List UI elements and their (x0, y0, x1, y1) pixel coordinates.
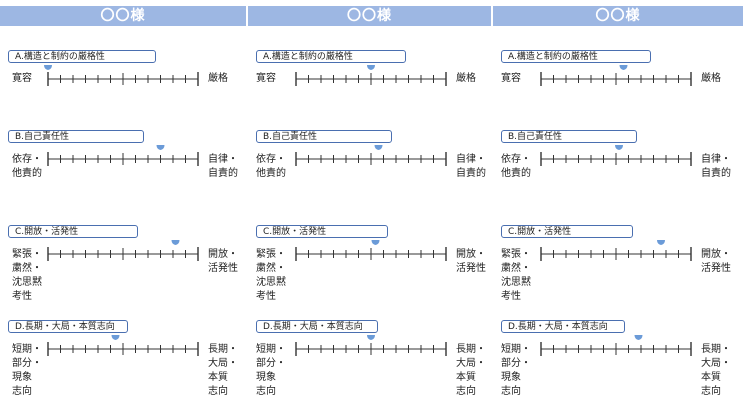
axis-right-label: 開放・ 活発性 (208, 249, 238, 274)
axis-left-label: 依存・ 他責的 (12, 154, 42, 179)
axis-title-tag: D.長期・大局・本質志向 (8, 320, 128, 333)
axis-title-tag: B.自己責任性 (8, 130, 144, 143)
axis-left-label: 緊張・ 粛然・ 沈思黙 考性 (256, 249, 286, 302)
axis-right-label: 厳格 (701, 73, 721, 84)
axis-title-tag: D.長期・大局・本質志向 (256, 320, 378, 333)
axis-left-label: 短期・ 部分・ 現象 志向 (501, 344, 531, 397)
axis-right-label: 長期・ 大局・ 本質 志向 (208, 344, 238, 397)
axis-right-label: 厳格 (456, 73, 476, 84)
rating-scale (47, 145, 199, 166)
rating-scale (295, 65, 447, 86)
rating-scale (47, 335, 199, 356)
axis-right-label: 開放・ 活発性 (701, 249, 731, 274)
axis-right-label: 長期・ 大局・ 本質 志向 (456, 344, 486, 397)
axis-right-label: 自律・ 自責的 (208, 154, 238, 179)
axis-title-tag: A.構造と制約の厳格性 (501, 50, 651, 63)
rating-scale (295, 240, 447, 261)
axis-left-label: 寛容 (501, 73, 521, 84)
rating-scale (540, 335, 692, 356)
axis-title-tag: C.開放・活発性 (256, 225, 388, 238)
axis-left-label: 短期・ 部分・ 現象 志向 (12, 344, 42, 397)
person-column: A.構造と制約の厳格性寛容 厳格 B.自己責任性依存・ 他責的 自律・ 自責的 C.開放… (0, 0, 248, 405)
rating-scale (44, 65, 199, 86)
axis-left-label: 依存・ 他責的 (256, 154, 286, 179)
position-marker (634, 335, 643, 340)
axis-title-tag: A.構造と制約の厳格性 (256, 50, 406, 63)
axis-title-tag: C.開放・活発性 (501, 225, 633, 238)
position-marker (367, 335, 375, 340)
axis-right-label: 自律・ 自責的 (701, 154, 731, 179)
position-marker (371, 240, 380, 245)
position-marker (615, 145, 623, 150)
axis-left-label: 緊張・ 粛然・ 沈思黙 考性 (12, 249, 42, 302)
rating-scale (295, 335, 447, 356)
axis-title-tag: D.長期・大局・本質志向 (501, 320, 625, 333)
rating-scale (47, 240, 199, 261)
rating-scale (540, 240, 692, 261)
position-marker (374, 145, 383, 150)
axis-right-label: 厳格 (208, 73, 228, 84)
rating-scale (540, 145, 692, 166)
column-header: 〇〇様 (248, 6, 493, 26)
axis-left-label: 緊張・ 粛然・ 沈思黙 考性 (501, 249, 531, 302)
person-column: A.構造と制約の厳格性寛容 厳格 B.自己責任性依存・ 他責的 自律・ 自責的 C.開放… (493, 0, 741, 405)
axis-right-label: 自律・ 自責的 (456, 154, 486, 179)
axis-left-label: 寛容 (12, 73, 32, 84)
position-marker (156, 145, 165, 150)
axis-left-label: 寛容 (256, 73, 276, 84)
position-marker (171, 240, 180, 245)
axis-right-label: 長期・ 大局・ 本質 志向 (701, 344, 731, 397)
person-column: A.構造と制約の厳格性寛容 厳格 B.自己責任性依存・ 他責的 自律・ 自責的 C.開放… (248, 0, 496, 405)
axis-right-label: 開放・ 活発性 (456, 249, 486, 274)
axis-title-tag: B.自己責任性 (256, 130, 392, 143)
axis-title-tag: C.開放・活発性 (8, 225, 138, 238)
column-header: 〇〇様 (0, 6, 248, 26)
position-marker (44, 65, 52, 70)
axis-title-tag: A.構造と制約の厳格性 (8, 50, 156, 63)
position-marker (657, 240, 665, 245)
position-marker (367, 65, 375, 70)
axis-title-tag: B.自己責任性 (501, 130, 637, 143)
axis-left-label: 依存・ 他責的 (501, 154, 531, 179)
position-marker (111, 335, 120, 340)
rating-scale (295, 145, 447, 166)
rating-scale (540, 65, 692, 86)
axis-left-label: 短期・ 部分・ 現象 志向 (256, 344, 286, 397)
position-marker (619, 65, 628, 70)
column-header: 〇〇様 (493, 6, 743, 26)
